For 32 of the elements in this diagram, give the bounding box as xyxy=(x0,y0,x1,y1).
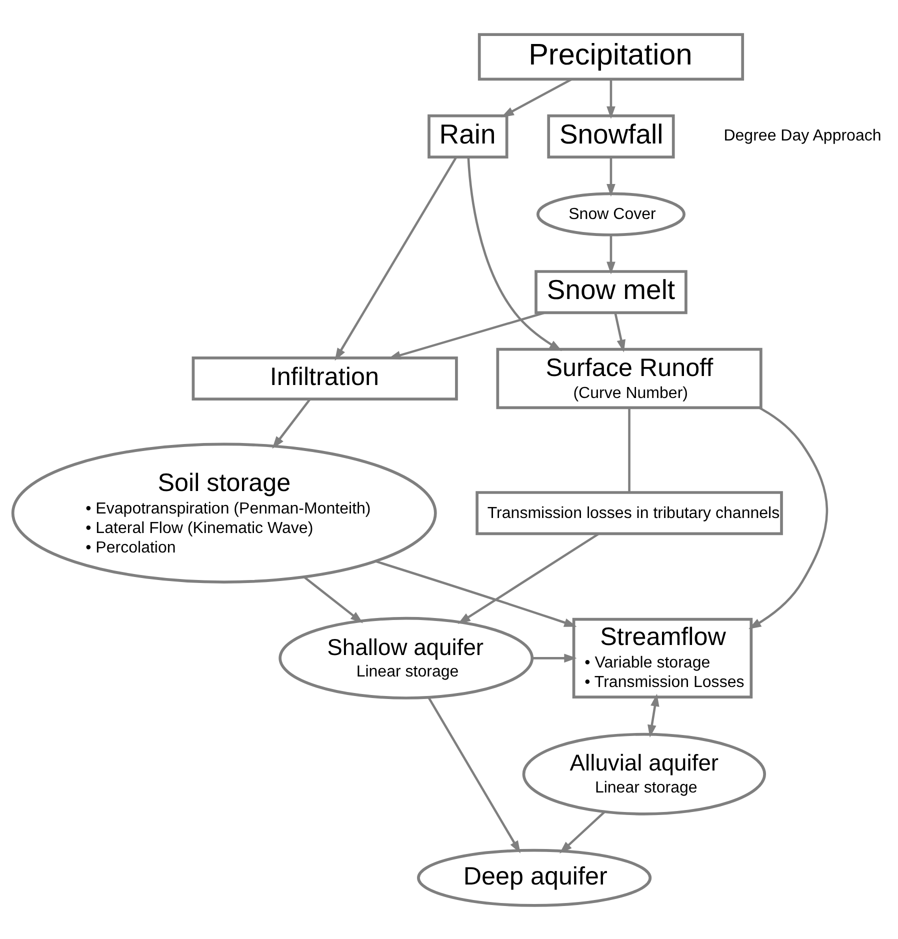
node-box: Snow melt xyxy=(534,270,688,314)
node-box: Surface Runoff (Curve Number) xyxy=(496,347,762,409)
arrow xyxy=(388,311,545,359)
connector xyxy=(628,407,630,492)
node-box: Streamflow • Variable storage • Transmission Losses xyxy=(572,617,753,698)
arrow xyxy=(374,560,577,626)
node-ellipse: Deep aquifer xyxy=(417,848,652,906)
arrow xyxy=(467,156,562,350)
node-box: Transmission losses in tributary channels xyxy=(476,490,783,535)
arrow xyxy=(606,79,616,118)
arrow xyxy=(614,312,626,352)
arrow xyxy=(559,810,606,853)
arrow xyxy=(334,156,458,360)
node-box: Precipitation xyxy=(478,32,744,80)
arrow xyxy=(648,693,660,738)
arrow xyxy=(272,398,311,448)
node-ellipse: Alluvial aquifer Linear storage xyxy=(522,732,766,815)
arrow xyxy=(606,234,616,274)
arrow xyxy=(428,696,521,853)
arrow xyxy=(501,78,572,117)
node-box: Rain xyxy=(428,114,508,158)
label: Degree Day Approach xyxy=(724,126,882,144)
node-ellipse: Soil storage • Evapotranspiration (Penman-Monteith) • Lateral Flow (Kinematic Wave) • Percolation xyxy=(11,442,437,583)
node-box: Snowfall xyxy=(547,114,675,158)
arrow xyxy=(748,406,828,629)
node-box: Infiltration xyxy=(192,356,458,400)
arrow xyxy=(458,532,600,624)
arrow xyxy=(303,575,364,623)
arrow xyxy=(606,156,616,196)
node-ellipse: Shallow aquifer Linear storage xyxy=(278,616,534,699)
arrow xyxy=(532,653,577,662)
node-ellipse: Snow Cover xyxy=(536,192,686,236)
